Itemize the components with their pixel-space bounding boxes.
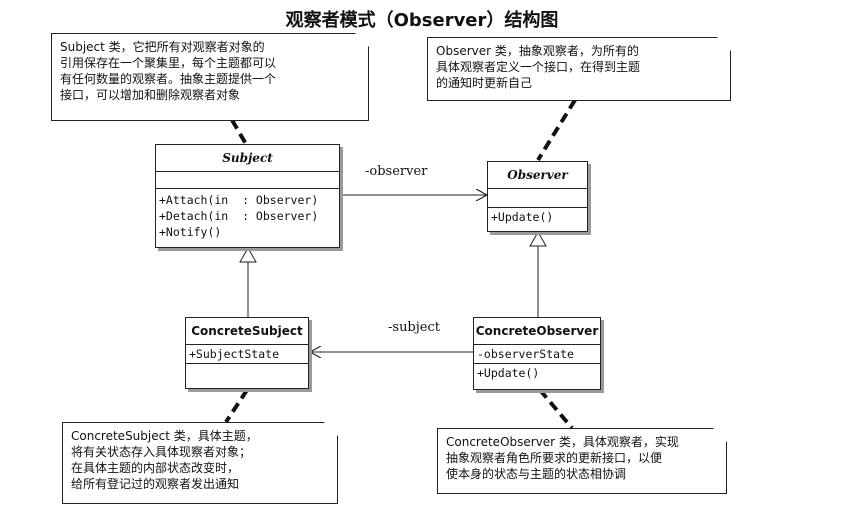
generalization-subject-arrowhead xyxy=(239,246,257,263)
note-line: 给所有登记过的观察者发出通知 xyxy=(71,477,240,491)
class-concrete-observer: ConcreteObserver -observerState +Update(… xyxy=(473,317,601,390)
attribute: -observerState xyxy=(477,347,574,361)
operation: +Attach(in : Observer) xyxy=(159,193,319,207)
note-subject: Subject 类，它把所有对观察者对象的 引用保存在一个聚集里，每个主题都可以… xyxy=(51,33,369,121)
note-observer: Observer 类，抽象观察者，为所有的 具体观察者定义一个接口，在得到主题 … xyxy=(427,37,731,101)
note-line: ConcreteObserver 类，具体观察者，实现 xyxy=(446,435,679,449)
note-line: Subject 类，它把所有对观察者对象的 xyxy=(60,40,265,54)
operation: +Detach(in : Observer) xyxy=(159,209,319,223)
diagram-title: 观察者模式（Observer）结构图 xyxy=(285,10,559,31)
operation: +Update() xyxy=(491,210,554,224)
attribute: +SubjectState xyxy=(189,347,280,361)
class-observer: Observer +Update() xyxy=(487,161,588,232)
operations-compartment: +Attach(in : Observer) +Detach(in : Obse… xyxy=(156,189,339,241)
note-line: 引用保存在一个聚集里，每个主题都可以 xyxy=(60,56,277,70)
class-subject: Subject +Attach(in : Observer) +Detach(i… xyxy=(155,144,340,248)
note-line: Observer 类，抽象观察者，为所有的 xyxy=(436,44,639,58)
operations-compartment xyxy=(186,364,308,388)
note-anchor-concrete-observer xyxy=(538,388,574,430)
class-concrete-subject: ConcreteSubject +SubjectState xyxy=(185,317,309,389)
class-name: Subject xyxy=(156,145,339,172)
operation: +Update() xyxy=(477,366,540,380)
note-anchor-observer xyxy=(536,98,577,162)
association-observer-label: -observer xyxy=(365,164,428,179)
note-line: ConcreteSubject 类，具体主题， xyxy=(71,429,258,443)
note-line: 接口，可以增加和删除观察者对象 xyxy=(60,88,241,102)
note-concrete-observer: ConcreteObserver 类，具体观察者，实现 抽象观察者角色所要求的更… xyxy=(437,428,727,494)
note-line: 使本身的状态与主题的状态相协调 xyxy=(446,467,627,481)
generalization-observer-arrowhead xyxy=(529,230,547,247)
note-line: 抽象观察者角色所要求的更新接口，以便 xyxy=(446,451,663,465)
note-line: 将有关状态存入具体现察者对象； xyxy=(71,445,252,459)
class-name: ConcreteSubject xyxy=(186,318,308,345)
note-concrete-subject: ConcreteSubject 类，具体主题， 将有关状态存入具体现察者对象； … xyxy=(62,422,338,504)
note-line: 的通知时更新自己 xyxy=(436,76,533,90)
class-name: ConcreteObserver xyxy=(474,318,600,345)
attributes-compartment xyxy=(156,172,339,189)
note-line: 在具体主题的内部状态改变时， xyxy=(71,461,240,475)
note-line: 有任何数量的观察者。抽象主题提供一个 xyxy=(60,72,277,86)
note-anchor-concrete-subject xyxy=(224,388,249,424)
note-anchor-subject xyxy=(230,118,248,146)
association-subject-label: -subject xyxy=(388,320,440,335)
operations-compartment: +Update() xyxy=(488,208,587,226)
note-line: 具体观察者定义一个接口，在得到主题 xyxy=(436,60,641,74)
attributes-compartment xyxy=(488,189,587,208)
attributes-compartment: +SubjectState xyxy=(186,345,308,364)
attributes-compartment: -observerState xyxy=(474,345,600,364)
class-name: Observer xyxy=(488,162,587,189)
operation: +Notify() xyxy=(159,225,222,239)
operations-compartment: +Update() xyxy=(474,364,600,382)
